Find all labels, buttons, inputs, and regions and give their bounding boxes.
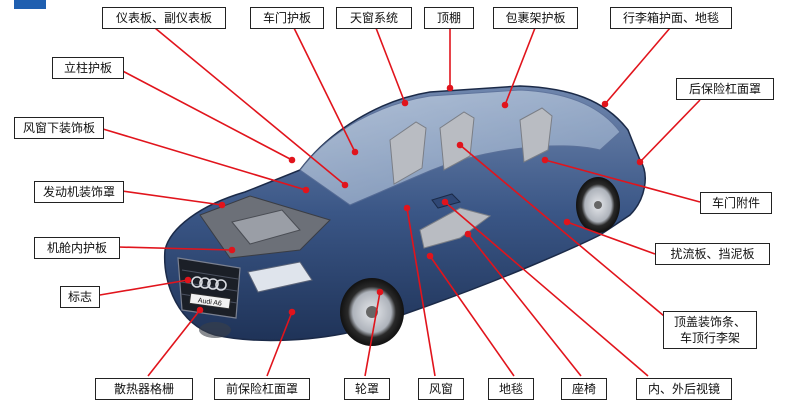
label-radiator-grille: 散热器格栅 <box>95 378 193 400</box>
label-door-accessories: 车门附件 <box>700 192 772 214</box>
label-roof-trim: 顶盖装饰条、 车顶行李架 <box>663 311 757 349</box>
label-seat: 座椅 <box>561 378 607 400</box>
rear-wheel <box>576 177 620 233</box>
car-body: Audi A6 <box>163 85 646 346</box>
corner-mark <box>14 0 46 9</box>
label-trunk-trim: 行李箱护面、地毯 <box>610 7 732 29</box>
label-wheel-cover: 轮罩 <box>344 378 390 400</box>
label-roof-trim-line1: 顶盖装饰条、 <box>673 315 746 329</box>
label-pillar-trim: 立柱护板 <box>52 57 124 79</box>
plate-text: Audi A6 <box>197 297 222 307</box>
label-door-panel: 车门护板 <box>250 7 324 29</box>
label-mirrors: 内、外后视镜 <box>636 378 732 400</box>
label-windshield: 风窗 <box>418 378 464 400</box>
label-emblem: 标志 <box>60 286 100 308</box>
label-package-tray: 包裹架护板 <box>493 7 578 29</box>
label-spoiler-mudguard: 扰流板、挡泥板 <box>655 243 770 265</box>
label-headliner: 顶棚 <box>424 7 474 29</box>
label-engine-cover: 发动机装饰罩 <box>34 181 124 203</box>
label-cowl-trim: 风窗下装饰板 <box>14 117 104 139</box>
label-dashboard: 仪表板、副仪表板 <box>102 7 226 29</box>
label-engine-bay-panel: 机舱内护板 <box>34 237 120 259</box>
pointer-lines <box>93 27 701 377</box>
front-wheel <box>340 278 404 346</box>
label-front-bumper: 前保险杠面罩 <box>214 378 310 400</box>
label-roof-trim-line2: 车顶行李架 <box>679 331 740 345</box>
label-rear-bumper: 后保险杠面罩 <box>676 78 774 100</box>
grille <box>177 257 241 319</box>
seats <box>389 107 553 249</box>
label-carpet: 地毯 <box>488 378 534 400</box>
label-sunroof: 天窗系统 <box>336 7 412 29</box>
